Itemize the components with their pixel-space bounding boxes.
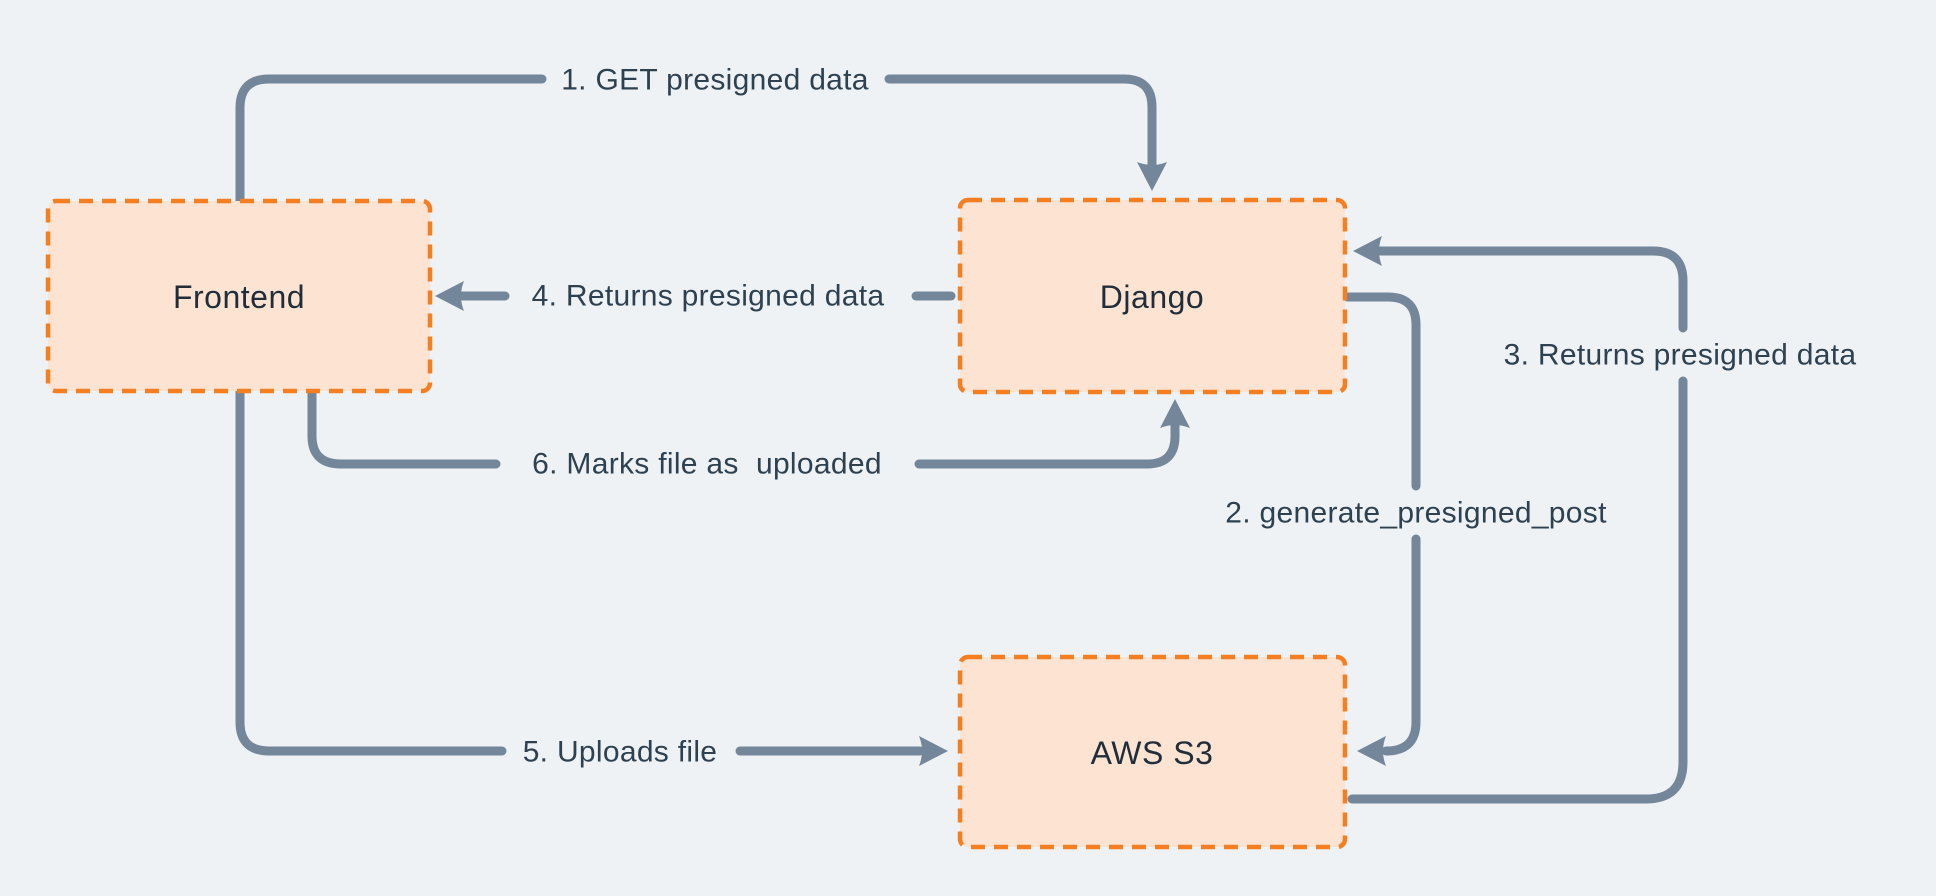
arrow-1: [235, 74, 1167, 206]
frontend-label: Frontend: [173, 279, 305, 315]
aws-s3-box: [957, 654, 1348, 850]
arrow-3-line-end: [1375, 246, 1688, 333]
arrow-2-head-left-icon: [1357, 736, 1386, 766]
node-aws-s3: AWS S3: [957, 654, 1348, 850]
arrow-5-line-start: [235, 386, 507, 756]
edge-label-2: 2. generate_presigned_post: [1225, 497, 1607, 530]
arrow-2: [1342, 292, 1421, 766]
arrow-1-line-start: [235, 74, 547, 206]
arrow-5-head-right-icon: [919, 736, 948, 766]
aws-s3-label: AWS S3: [1091, 735, 1214, 771]
arrow-3-head-left-icon: [1353, 236, 1382, 266]
arrow-3-line-start: [1347, 376, 1688, 804]
django-label: Django: [1100, 279, 1204, 315]
arrow-2-line-end: [1381, 534, 1421, 756]
arrow-6-line-end: [914, 421, 1180, 469]
edge-label-1: 1. GET presigned data: [561, 64, 869, 97]
django-box: [957, 197, 1348, 395]
arrow-4: [435, 281, 956, 311]
edge-label-3: 3. Returns presigned data: [1504, 339, 1857, 372]
frontend-box: [45, 198, 433, 394]
arrow-1-line-end: [884, 74, 1157, 169]
arrow-4-head-left-icon: [435, 281, 464, 311]
arrow-6: [307, 386, 1190, 469]
node-frontend: Frontend: [45, 198, 433, 394]
edge-label-6: 6. Marks file as uploaded: [532, 448, 882, 481]
arrow-2-line-start: [1342, 292, 1421, 491]
arrow-3: [1347, 236, 1688, 804]
arrow-1-head-down-icon: [1137, 162, 1167, 191]
edge-label-4: 4. Returns presigned data: [532, 280, 885, 313]
node-django: Django: [957, 197, 1348, 395]
arrow-6-head-up-icon: [1160, 399, 1190, 428]
edge-label-5: 5. Uploads file: [523, 736, 718, 769]
arrow-5: [235, 386, 948, 766]
arrow-6-line-start: [307, 386, 501, 469]
